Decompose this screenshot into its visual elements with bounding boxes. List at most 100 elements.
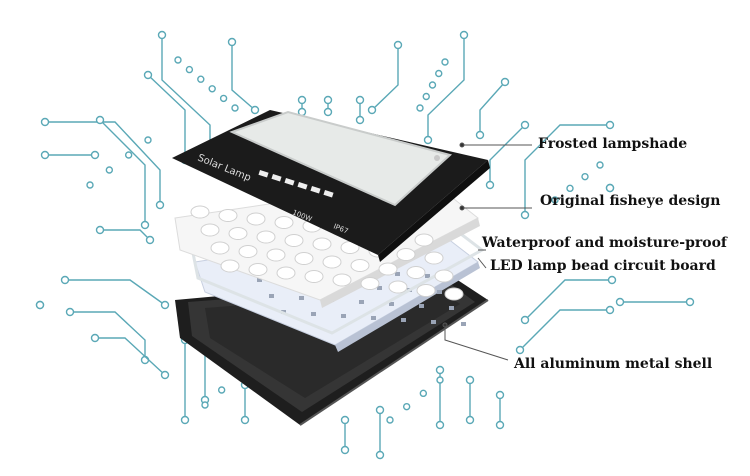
circuit-node <box>355 95 365 105</box>
circuit-trace <box>45 121 161 205</box>
circuit-node <box>435 420 445 430</box>
circuit-node <box>375 450 385 460</box>
circuit-node <box>515 345 525 355</box>
circuit-node <box>250 105 260 115</box>
circuit-node <box>95 225 105 235</box>
circuit-dot <box>416 104 424 112</box>
circuit-trace <box>95 337 166 376</box>
circuit-dot <box>435 69 443 78</box>
lens-bump <box>228 227 248 240</box>
led-bead <box>401 318 406 322</box>
lens-bump <box>350 259 370 272</box>
circuit-dot <box>105 166 114 174</box>
circuit-trace <box>231 42 256 111</box>
circuit-trace <box>65 279 166 306</box>
circuit-dot <box>208 85 216 93</box>
circuit-trace <box>161 35 211 150</box>
circuit-node <box>520 315 530 325</box>
circuit-node <box>95 115 105 125</box>
label-led-board: LED lamp bead circuit board <box>490 258 716 274</box>
circuit-trace <box>427 35 465 140</box>
circuit-trace <box>519 309 610 351</box>
lens-bump <box>434 269 454 283</box>
circuit-dot <box>86 181 94 189</box>
circuit-node <box>40 117 50 127</box>
lens-bump <box>246 212 266 226</box>
circuit-node <box>40 150 50 160</box>
lens-bump <box>378 262 398 276</box>
circuit-node <box>90 333 100 343</box>
lens-bump <box>322 255 342 269</box>
circuit-trace <box>70 311 146 360</box>
lens-bump <box>312 237 332 251</box>
circuit-node <box>160 370 170 380</box>
circuit-node <box>375 405 385 415</box>
leader-led-board <box>477 257 487 269</box>
label-lampshade: Frosted lampshade <box>538 136 688 152</box>
circuit-node <box>465 375 475 385</box>
circuit-node <box>227 37 237 47</box>
circuit-dot <box>386 416 394 424</box>
circuit-node <box>160 300 170 310</box>
lens-bump <box>276 266 296 280</box>
circuit-node <box>355 115 365 125</box>
lens-bump <box>396 248 416 261</box>
circuit-node <box>297 95 307 105</box>
led-bead <box>395 272 400 276</box>
circuit-dot <box>596 161 604 169</box>
circuit-dot <box>441 58 449 66</box>
lens-bump <box>414 233 434 247</box>
circuit-dot <box>428 81 437 89</box>
circuit-node <box>367 105 377 115</box>
lens-bump <box>360 277 380 290</box>
circuit-node <box>495 420 505 430</box>
circuit-dot <box>219 94 228 103</box>
lens-bump <box>200 223 220 237</box>
lens-bump <box>256 230 276 244</box>
circuit-dot <box>566 184 574 193</box>
circuit-dot <box>231 104 239 112</box>
circuit-node <box>465 415 475 425</box>
circuit-node <box>323 95 333 105</box>
circuit-dot <box>436 376 444 384</box>
circuit-dot <box>422 92 430 101</box>
circuit-node <box>435 365 445 375</box>
label-fisheye: Original fisheye design <box>540 193 721 209</box>
led-bead <box>461 322 466 326</box>
circuit-node <box>65 307 75 317</box>
led-bead <box>311 312 316 316</box>
lens-bump <box>406 266 426 279</box>
circuit-node <box>340 445 350 455</box>
led-bead <box>359 300 364 304</box>
circuit-dot <box>144 136 152 144</box>
circuit-node <box>157 30 167 40</box>
lens-bump <box>332 273 352 287</box>
led-bead <box>371 316 376 320</box>
circuit-node <box>520 120 530 130</box>
circuit-trace <box>147 74 186 160</box>
circuit-node <box>423 135 433 145</box>
lens-bump <box>284 234 304 247</box>
circuit-node <box>35 300 45 310</box>
led-bead <box>257 278 262 282</box>
led-bead <box>341 314 346 318</box>
led-bead <box>299 296 304 300</box>
front-panel: Solar Lamp 100W IP67 <box>172 110 490 262</box>
label-shell: All aluminum metal shell <box>514 356 713 372</box>
circuit-dot <box>197 75 205 83</box>
circuit-trace <box>479 81 506 135</box>
lens-bump <box>248 263 268 276</box>
circuit-node <box>393 40 403 50</box>
circuit-node <box>323 107 333 117</box>
circuit-dot <box>419 389 428 398</box>
lens-bump <box>218 209 238 222</box>
lens-bump <box>388 280 408 294</box>
circuit-node <box>520 210 530 220</box>
led-bead <box>425 274 430 278</box>
circuit-dot <box>581 172 589 181</box>
led-bead <box>419 304 424 308</box>
leader-shell <box>444 325 509 361</box>
led-bead <box>377 286 382 290</box>
